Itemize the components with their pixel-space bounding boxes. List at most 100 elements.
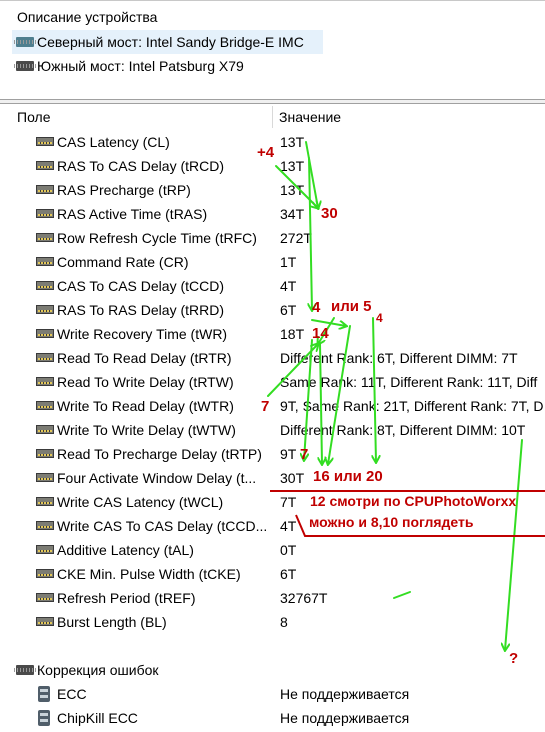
arrow-line [328, 325, 351, 464]
table-row-field[interactable]: RAS Active Time (tRAS) [57, 206, 208, 222]
table-row-value[interactable]: 18T [280, 326, 305, 342]
annotation-text: ? [509, 650, 519, 667]
column-header-value[interactable]: Значение [279, 109, 342, 125]
table-row-value[interactable]: 30T [280, 470, 305, 486]
table-row-field[interactable]: Burst Length (BL) [57, 614, 167, 630]
table-row-field[interactable]: CAS To CAS Delay (tCCD) [57, 278, 225, 294]
stray-mark [393, 591, 411, 599]
table-row-field[interactable]: RAS To CAS Delay (tRCD) [57, 158, 225, 174]
annotation-text: 7 [300, 446, 309, 463]
ecc-section-title[interactable]: Коррекция ошибок [37, 662, 159, 678]
memory-module-icon [36, 425, 54, 434]
arrow-line [320, 343, 322, 464]
table-row-value[interactable]: 1T [280, 254, 297, 270]
table-row-value[interactable]: 4T [280, 518, 297, 534]
table-row-value[interactable]: 7T [280, 494, 297, 510]
table-row-field[interactable]: ChipKill ECC [57, 710, 138, 726]
database-icon [38, 686, 50, 702]
table-row-value[interactable]: Не поддерживается [280, 710, 410, 726]
memory-module-icon [36, 473, 54, 482]
arrow-line [304, 339, 313, 460]
memory-module-icon [36, 593, 54, 602]
northbridge-label: Северный мост: Intel Sandy Bridge-E IMC [37, 34, 304, 50]
arrow-line [309, 157, 312, 310]
table-row-value[interactable]: 6T [280, 302, 297, 318]
table-row-field[interactable]: CKE Min. Pulse Width (tCKE) [57, 566, 241, 582]
table-row-value[interactable]: 32767T [280, 590, 328, 606]
memory-module-icon [36, 161, 54, 170]
table-row-value[interactable]: 34T [280, 206, 305, 222]
annotation-text: 16 или 20 [313, 468, 383, 485]
table-row-value[interactable]: 6T [280, 566, 297, 582]
table-row-field[interactable]: Write Recovery Time (tWR) [57, 326, 228, 342]
annotation-text: 12 смотри по CPUPhotoWorxx [310, 493, 517, 509]
table-row-value[interactable]: 9T, Same Rank: 21T, Different Rank: 7T, … [280, 398, 544, 414]
table-row-field[interactable]: Write To Write Delay (tWTW) [57, 422, 236, 438]
memory-module-icon [36, 521, 54, 530]
annotation-text: или 5 [331, 298, 372, 315]
table-row-field[interactable]: CAS Latency (CL) [57, 134, 170, 150]
table-row-value[interactable]: 272T [280, 230, 312, 246]
column-header-field[interactable]: Поле [17, 109, 51, 125]
memory-module-icon [36, 233, 54, 242]
memory-module-icon [36, 617, 54, 626]
chip-icon [14, 37, 36, 47]
column-divider[interactable] [272, 106, 273, 128]
memory-module-icon [36, 305, 54, 314]
table-row-value[interactable]: 13T [280, 182, 305, 198]
memory-module-icon [36, 401, 54, 410]
table-row-field[interactable]: Read To Write Delay (tRTW) [57, 374, 234, 390]
annotation-text: 4 [376, 311, 383, 325]
table-row-field[interactable]: Write CAS To CAS Delay (tCCD... [57, 518, 268, 534]
splitter[interactable] [0, 99, 545, 104]
memory-module-icon [36, 137, 54, 146]
window-top-border [0, 0, 545, 1]
annotation-text: 14 [312, 325, 329, 342]
table-row-field[interactable]: Command Rate (CR) [57, 254, 189, 270]
memory-module-icon [36, 377, 54, 386]
annotation-text: 30 [321, 205, 338, 222]
memory-module-icon [36, 209, 54, 218]
table-row-value[interactable]: Не поддерживается [280, 686, 410, 702]
arrow-line [305, 141, 318, 208]
northbridge-item[interactable] [12, 30, 323, 54]
table-row-value[interactable]: 4T [280, 278, 297, 294]
table-row-value[interactable]: 13T [280, 134, 305, 150]
table-row-field[interactable]: Read To Read Delay (tRTR) [57, 350, 232, 366]
memory-module-icon [36, 185, 54, 194]
arrow-line [505, 439, 523, 650]
table-row-value[interactable]: Same Rank: 11T, Different Rank: 11T, Dif… [280, 374, 538, 390]
table-row-field[interactable]: Additive Latency (tAL) [57, 542, 194, 558]
table-row-value[interactable]: Different Rank: 8T, Different DIMM: 10T [280, 422, 526, 438]
annotation-text: +4 [257, 144, 275, 161]
memory-module-icon [36, 497, 54, 506]
table-row-value[interactable]: Different Rank: 6T, Different DIMM: 7T [280, 350, 518, 366]
chip-icon [14, 665, 36, 675]
table-row-field[interactable]: RAS Precharge (tRP) [57, 182, 191, 198]
table-row-field[interactable]: Row Refresh Cycle Time (tRFC) [57, 230, 257, 246]
southbridge-item[interactable]: Южный мост: Intel Patsburg X79 [37, 58, 244, 74]
table-row-value[interactable]: 8 [280, 614, 288, 630]
memory-module-icon [36, 353, 54, 362]
memory-module-icon [36, 545, 54, 554]
chip-icon [14, 61, 36, 71]
table-row-value[interactable]: 9T [280, 446, 297, 462]
table-row-field[interactable]: RAS To RAS Delay (tRRD) [57, 302, 225, 318]
annotation-text: 4 [312, 299, 321, 316]
arrow-line [311, 319, 346, 326]
table-row-field[interactable]: Four Activate Window Delay (t... [57, 470, 257, 486]
annotation-text: можно и 8,10 поглядеть [309, 514, 474, 530]
table-row-field[interactable]: Read To Precharge Delay (tRTP) [57, 446, 262, 462]
memory-module-icon [36, 449, 54, 458]
table-row-field[interactable]: Refresh Period (tREF) [57, 590, 196, 606]
device-section-title: Описание устройства [17, 9, 158, 25]
table-row-value[interactable]: 0T [280, 542, 297, 558]
table-row-field[interactable]: Write CAS Latency (tWCL) [57, 494, 224, 510]
arrow-line [267, 344, 318, 397]
table-row-field[interactable]: Write To Read Delay (tWTR) [57, 398, 234, 414]
table-row-field[interactable]: ECC [57, 686, 87, 702]
arrow-line [318, 317, 335, 344]
memory-module-icon [36, 569, 54, 578]
table-row-value[interactable]: 13T [280, 158, 305, 174]
